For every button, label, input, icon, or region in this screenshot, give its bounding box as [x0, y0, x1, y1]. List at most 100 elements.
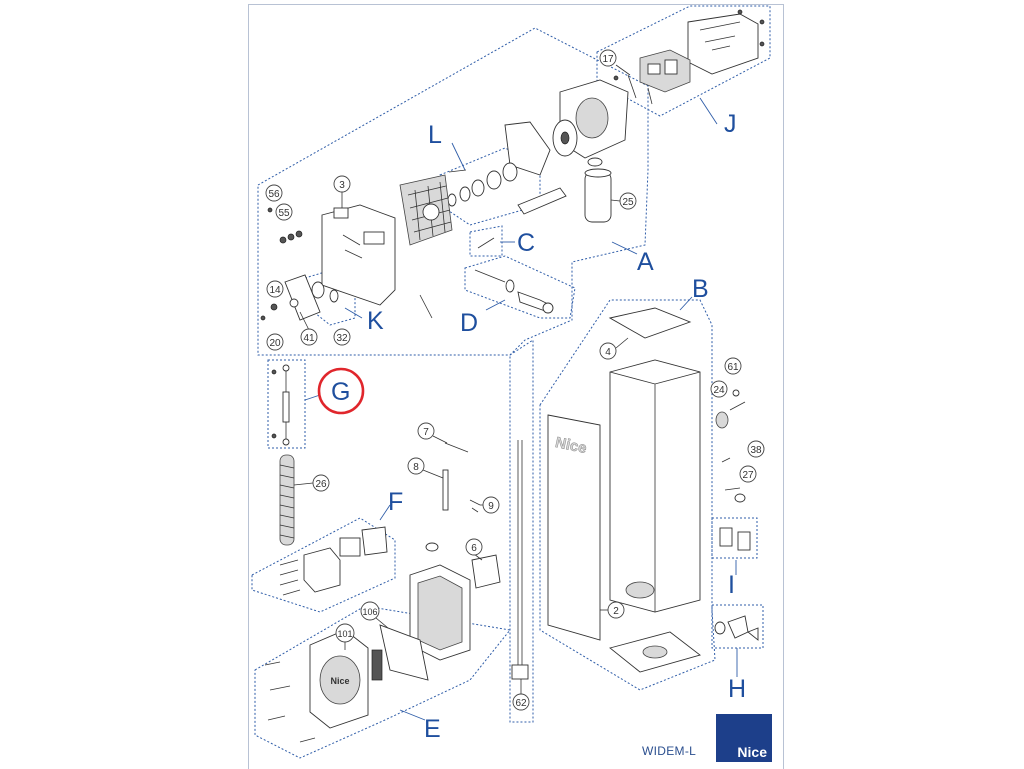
- bearing-5: [447, 193, 457, 207]
- callout-26-label: 26: [315, 479, 327, 490]
- pin-17: [627, 74, 637, 99]
- head-base-block: [647, 63, 661, 75]
- callout-32-circle: [333, 328, 351, 346]
- brand-logo-text: Nice: [737, 744, 767, 760]
- callout-56-label: 56: [268, 189, 280, 200]
- leader-G: [304, 394, 321, 401]
- letter-K: K: [367, 307, 384, 335]
- callout-2-label: 2: [613, 606, 619, 617]
- letter-E: E: [424, 715, 441, 743]
- group-F-outline: [251, 517, 396, 613]
- h-part-2: [714, 621, 726, 635]
- callout-7-label: 7: [423, 427, 429, 438]
- gear-24: [715, 411, 729, 429]
- letter-H: H: [728, 675, 746, 703]
- screw-j2: [759, 19, 765, 25]
- callout-38-circle: [747, 440, 765, 458]
- spring-coils: [279, 464, 295, 539]
- callout-25: 25: [610, 192, 637, 210]
- callout-4: 4: [599, 337, 629, 360]
- bearing-3: [471, 179, 485, 197]
- cabinet-hole: [625, 581, 655, 599]
- group-B-parts: Nice: [547, 307, 746, 673]
- washer-14: [270, 303, 278, 311]
- callout-7-circle: [417, 422, 435, 440]
- callout-24-label: 24: [713, 385, 725, 396]
- callout-17-line: [615, 64, 631, 76]
- group-E-outline: [254, 605, 511, 759]
- washer-61: [732, 389, 740, 397]
- h-part-3: [747, 627, 759, 641]
- door-panel-2: [547, 414, 601, 641]
- callout-101-label: 101: [337, 629, 352, 639]
- leader-K: [344, 307, 363, 319]
- callout-3-label: 3: [339, 180, 345, 191]
- g-screw-1: [271, 369, 277, 375]
- callout-17: 17: [599, 49, 631, 76]
- callout-8-circle: [407, 457, 425, 475]
- callout-26-circle: [312, 474, 330, 492]
- callout-3-circle: [333, 175, 351, 193]
- letter-C: C: [517, 229, 535, 257]
- letter-L: L: [428, 121, 442, 149]
- head-housing-detail: [699, 21, 741, 51]
- brand-logo: Nice: [716, 714, 772, 762]
- motor-25: [584, 171, 612, 223]
- leader-J: [699, 97, 718, 125]
- bearing-4: [459, 186, 471, 202]
- bearing-32b: [329, 289, 339, 303]
- bar-62-bracket: [511, 664, 529, 680]
- callout-56-circle: [265, 184, 283, 202]
- screw-j1: [737, 9, 743, 15]
- callout-55: 55: [275, 203, 293, 221]
- part-callouts: 17 3 56 55 25 14 41 32 20 4 61 24 38 27 …: [265, 49, 765, 711]
- washer-55b: [287, 233, 295, 241]
- callout-20-label: 20: [269, 338, 281, 349]
- callout-26: 26: [293, 474, 330, 492]
- bracket-f: [361, 526, 388, 556]
- tie-rod-eye-bottom: [282, 438, 290, 446]
- group-L-parts: [447, 162, 518, 207]
- callout-41: 41: [299, 311, 318, 346]
- callout-3: 3: [333, 175, 351, 208]
- letter-J: J: [724, 110, 737, 138]
- callout-26-line: [293, 482, 314, 486]
- callout-106: 106: [360, 601, 389, 629]
- group-C-outline: [469, 225, 503, 257]
- front-plate-parts: [260, 174, 453, 321]
- callout-106-label: 106: [362, 607, 377, 617]
- bearing-1: [502, 162, 518, 182]
- bearing-2: [486, 170, 502, 190]
- callout-38: 38: [747, 440, 765, 458]
- b-small-parts: [721, 401, 746, 491]
- callout-8-label: 8: [413, 462, 419, 473]
- group-G-outline: [267, 359, 306, 449]
- motor-top: [584, 168, 612, 178]
- screw-56: [267, 207, 273, 213]
- callout-9-label: 9: [488, 501, 494, 512]
- group-B-outline: [539, 299, 716, 691]
- i-part-2: [737, 531, 751, 551]
- callout-25-line: [610, 199, 621, 202]
- lever-41: [284, 274, 321, 321]
- pin-17b: [647, 87, 653, 105]
- callout-41-circle: [300, 328, 318, 346]
- leader-F: [379, 504, 391, 521]
- part-D-rod: [474, 269, 506, 283]
- f-screws: [279, 559, 301, 596]
- plate-slot-2: [363, 231, 385, 245]
- callout-14-label: 14: [269, 285, 281, 296]
- group-J-parts: [601, 9, 765, 105]
- board-connector: [371, 649, 383, 681]
- callout-61-label: 61: [727, 362, 739, 373]
- tie-rod-eye-top: [282, 364, 290, 372]
- group-F-parts: [279, 526, 388, 596]
- callout-27-circle: [739, 465, 757, 483]
- spring-26: [279, 454, 295, 546]
- callout-62-label: 62: [515, 698, 527, 709]
- part-7-pin: [444, 442, 469, 453]
- callout-106-line: [375, 617, 389, 629]
- bearing-32: [311, 281, 325, 299]
- callout-9: 9: [480, 496, 500, 514]
